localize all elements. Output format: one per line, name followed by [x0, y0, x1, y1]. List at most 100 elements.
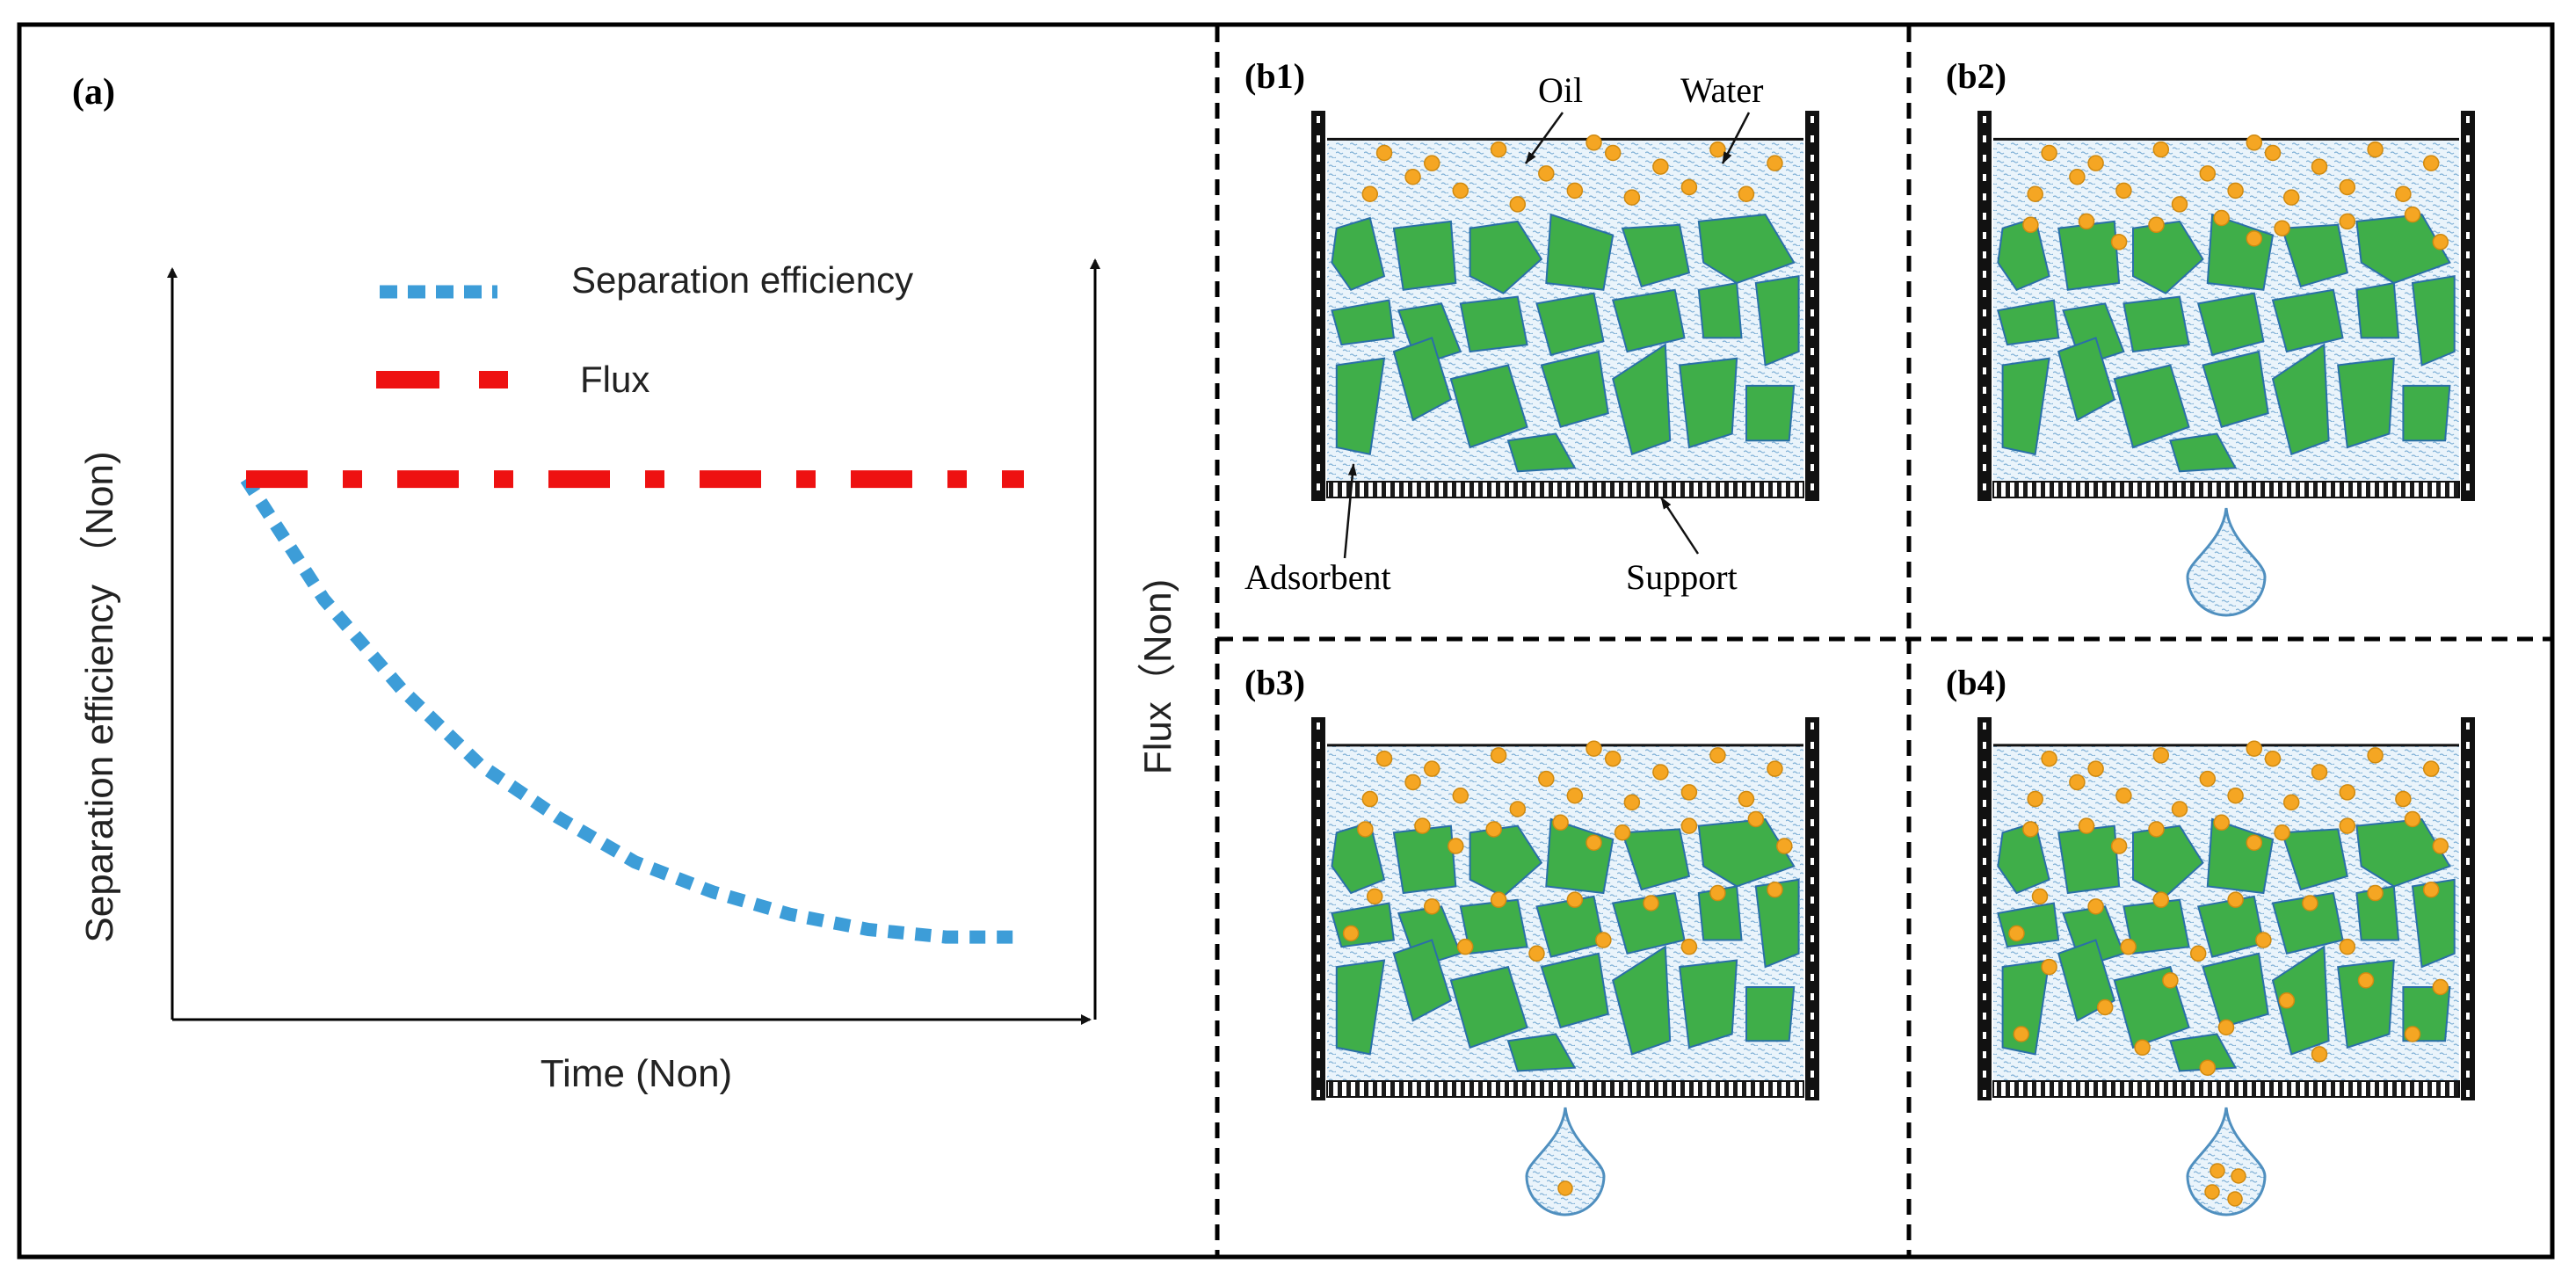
- adsorbent-particle: [1545, 213, 1615, 291]
- wall-marking: [2466, 445, 2470, 452]
- oil-droplet: [1538, 165, 1555, 182]
- wall-marking: [1810, 193, 1814, 200]
- wall-marking: [1317, 367, 1320, 374]
- adsorbed-oil-droplet: [2357, 972, 2375, 989]
- adsorbed-oil-droplet: [2422, 881, 2440, 898]
- adsorbent-particle: [1678, 959, 1738, 1049]
- adsorbed-oil-droplet: [1709, 884, 1726, 902]
- oil-droplet: [2264, 750, 2282, 767]
- adsorbent-particle: [2402, 384, 2451, 442]
- adsorbent-particle: [2057, 337, 2115, 422]
- wall-marking: [2466, 155, 2470, 162]
- effluent-oil-droplet: [2204, 1184, 2220, 1200]
- adsorbent-particle: [1506, 1033, 1577, 1072]
- wall-marking: [1317, 723, 1320, 730]
- wall-marking: [2466, 839, 2470, 846]
- adsorbed-oil-droplet: [2031, 888, 2049, 905]
- wall-marking: [1317, 135, 1320, 142]
- wall-marking: [1317, 916, 1320, 923]
- wall-marking: [1810, 135, 1814, 142]
- adsorbed-oil-droplet: [2022, 216, 2039, 234]
- adsorbent-particle: [1611, 288, 1686, 353]
- wall-marking: [1983, 116, 1986, 123]
- oil-droplet: [2199, 770, 2217, 788]
- adsorbed-oil-droplet: [1680, 938, 1698, 955]
- wall-marking: [2466, 742, 2470, 749]
- oil-droplet: [1586, 134, 1602, 151]
- wall-marking: [1810, 464, 1814, 471]
- effluent-droplet: [1525, 1107, 1606, 1216]
- panel-b2-tag: (b2): [1946, 56, 2006, 96]
- wall-marking: [1983, 819, 1986, 826]
- adsorbent-particle: [1392, 337, 1453, 422]
- wall-marking: [1317, 1071, 1320, 1078]
- wall-marking: [1983, 1090, 1986, 1097]
- wall-marking: [1983, 1071, 1986, 1078]
- wall-marking: [1983, 974, 1986, 981]
- oil-droplet: [2395, 185, 2412, 202]
- adsorbed-oil-droplet: [2120, 938, 2137, 955]
- wall-marking: [1983, 406, 1986, 413]
- wall-marking: [2466, 174, 2470, 181]
- wall-marking: [1317, 387, 1320, 394]
- panel-a-tag: (a): [72, 72, 115, 113]
- wall-marking: [1810, 251, 1814, 258]
- adsorbed-oil-droplet: [2013, 1026, 2030, 1042]
- adsorbed-oil-droplet: [1366, 888, 1383, 905]
- wall-marking: [2466, 309, 2470, 316]
- wall-marking: [1317, 116, 1320, 123]
- effluent-droplet: [2186, 1107, 2267, 1216]
- wall-marking: [1810, 483, 1814, 490]
- oil-droplet: [1767, 155, 1783, 171]
- wall-marking: [1810, 1090, 1814, 1097]
- adsorbent-particle: [2122, 295, 2190, 353]
- wall-marking: [2466, 955, 2470, 962]
- wall-marking: [1810, 290, 1814, 297]
- wall-marking: [1983, 1013, 1986, 1020]
- wall-marking: [1810, 897, 1814, 904]
- adsorbed-oil-droplet: [1423, 898, 1440, 915]
- oil-droplet: [1623, 794, 1641, 811]
- wall-marking: [1810, 1032, 1814, 1039]
- adsorbent-particle: [1335, 959, 1386, 1056]
- adsorbed-oil-droplet: [2162, 972, 2179, 989]
- adsorbed-oil-droplet: [2078, 817, 2095, 834]
- wall-marking: [2466, 406, 2470, 413]
- adsorbent-particle: [2281, 828, 2348, 891]
- wall-marking: [1810, 1051, 1814, 1058]
- oil-droplet: [1738, 185, 1755, 202]
- wall-marking: [2466, 781, 2470, 788]
- wall-marking: [1317, 193, 1320, 200]
- adsorbed-oil-droplet: [1485, 821, 1502, 838]
- adsorbed-oil-droplet: [2008, 925, 2025, 942]
- adsorbent-particle: [1697, 214, 1796, 285]
- adsorbent-particle: [2271, 945, 2330, 1056]
- label-support: Support: [1626, 557, 1738, 597]
- oil-droplet: [1709, 747, 1726, 764]
- oil-droplet: [2041, 144, 2057, 162]
- wall-marking: [1317, 251, 1320, 258]
- oil-droplet: [1404, 169, 1421, 185]
- adsorbent-particle: [1469, 824, 1543, 898]
- wall-marking: [1810, 116, 1814, 123]
- wall-marking: [1317, 742, 1320, 749]
- series-separation-efficiency: [240, 476, 1024, 944]
- adsorbed-oil-droplet: [2302, 895, 2318, 911]
- adsorbent-particle: [1392, 824, 1457, 895]
- adsorbent-particle: [1745, 384, 1796, 442]
- adsorbed-oil-droplet: [2227, 891, 2244, 908]
- adsorbed-oil-droplet: [2213, 209, 2230, 227]
- adsorbed-oil-droplet: [2367, 884, 2384, 902]
- oil-droplet: [2282, 794, 2300, 811]
- wall-marking: [2466, 290, 2470, 297]
- adsorbed-oil-droplet: [1776, 838, 1793, 854]
- wall-marking: [1317, 271, 1320, 278]
- legend-label-efficiency: Separation efficiency: [571, 259, 913, 301]
- y-axis-right-label: Flux（Non): [1136, 579, 1179, 775]
- wall-marking: [1317, 406, 1320, 413]
- wall-marking: [1983, 800, 1986, 807]
- oil-droplet: [2264, 144, 2282, 162]
- oil-droplet: [2152, 141, 2170, 158]
- adsorbent-particle: [1612, 945, 1672, 1056]
- oil-droplet: [2069, 169, 2086, 185]
